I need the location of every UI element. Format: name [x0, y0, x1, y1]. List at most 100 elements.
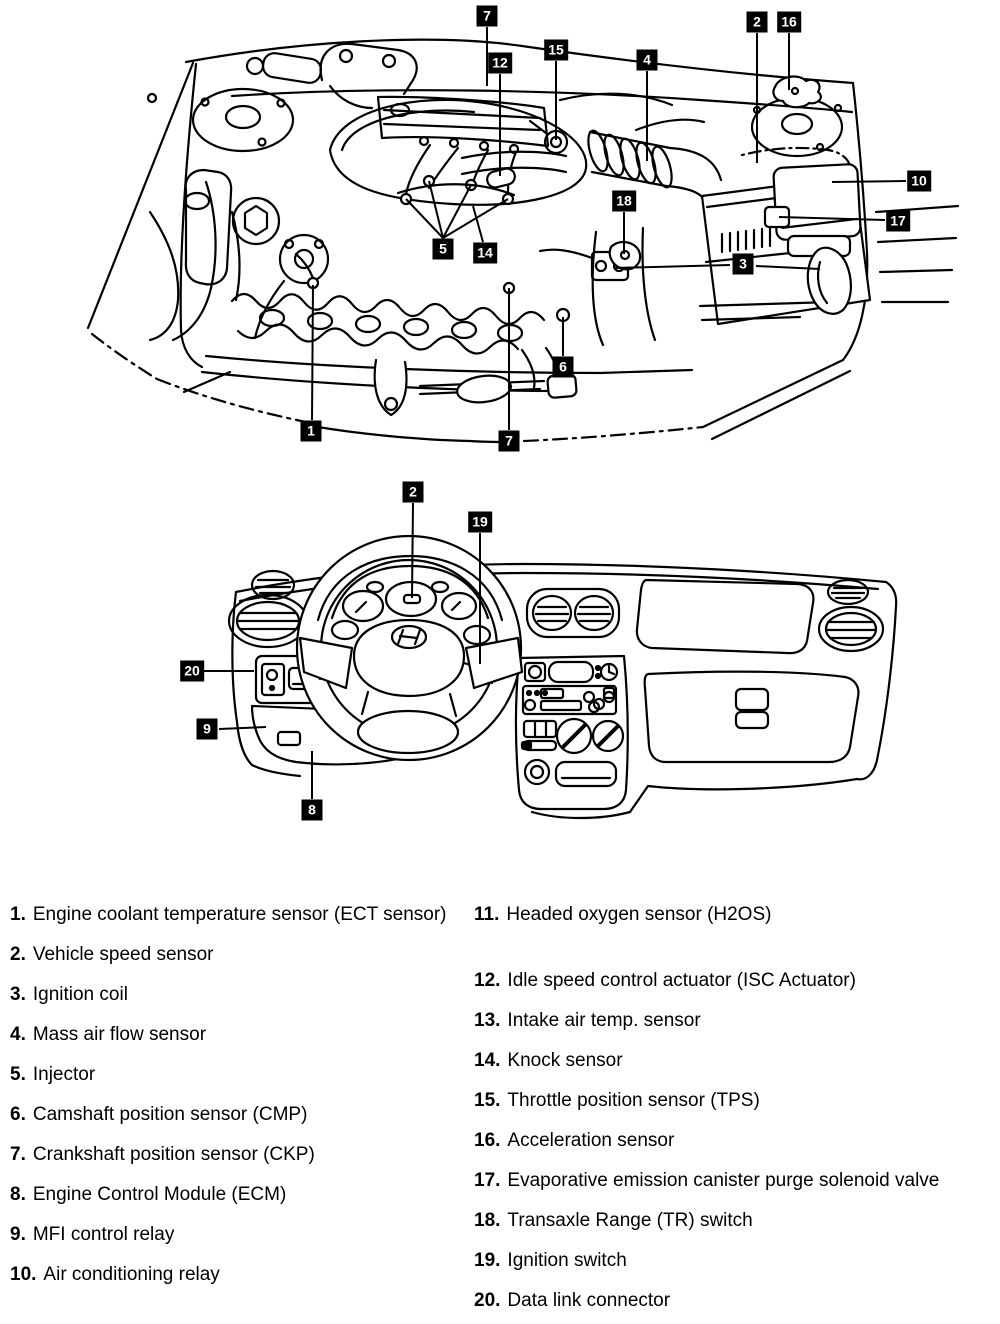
legend-item-label: Headed oxygen sensor (H2OS) — [506, 904, 772, 925]
callout-16: 16 — [777, 11, 801, 33]
legend-item-15: 15. Throttle position sensor (TPS) — [474, 1088, 996, 1114]
callout-5: 5 — [432, 238, 454, 260]
left-strut-tower — [146, 87, 295, 153]
legend-item-number: 20. — [474, 1290, 501, 1311]
legend-item-6: 6.Camshaft position sensor (CMP) — [10, 1102, 450, 1128]
legend-item-label: Crankshaft position sensor (CKP) — [32, 1144, 315, 1165]
legend-item-label: Intake air temp. sensor — [507, 1010, 701, 1031]
callout-20: 20 — [180, 660, 204, 682]
legend: 1. Engine coolant temperature sensor (ECT… — [0, 880, 1000, 1324]
legend-item-20: 20. Data link connector — [474, 1288, 996, 1314]
glovebox — [643, 670, 860, 764]
callout-4: 4 — [636, 49, 658, 71]
legend-item-number: 5. — [10, 1064, 26, 1085]
legend-item-number: 12. — [474, 970, 501, 991]
legend-item-number: 17. — [474, 1170, 501, 1191]
legend-item-number: 15. — [474, 1090, 501, 1111]
dashboard-illustration — [227, 534, 898, 820]
engine-leader-lines — [311, 27, 907, 430]
callout-10: 10 — [907, 170, 931, 192]
legend-item-4: 4. Mass air flow sensor — [10, 1022, 450, 1048]
legend-item-label: Vehicle speed sensor — [32, 944, 214, 965]
callout-14: 14 — [473, 242, 497, 264]
legend-item-number: 9. — [10, 1224, 26, 1245]
legend-item-16: 16.Acceleration sensor — [474, 1128, 996, 1154]
legend-item-label: Data link connector — [507, 1290, 671, 1311]
legend-item-11: 11. Headed oxygen sensor (H2OS) — [474, 902, 996, 928]
legend-item-9: 9.MFI control relay — [10, 1222, 450, 1248]
callout-17: 17 — [886, 210, 910, 232]
instrument-cluster — [316, 554, 504, 623]
engine-bay-illustration — [86, 38, 960, 444]
callout-1: 1 — [300, 420, 322, 442]
steering-wheel — [295, 534, 524, 762]
legend-item-1: 1. Engine coolant temperature sensor (ECT… — [10, 902, 450, 928]
legend-item-number: 19. — [474, 1250, 501, 1271]
legend-item-number: 2. — [10, 944, 26, 965]
legend-item-14: 14.Knock sensor — [474, 1048, 996, 1074]
legend-item-label: Ignition switch — [507, 1250, 627, 1271]
valve-cover — [376, 95, 550, 155]
callout-12: 12 — [488, 52, 512, 74]
legend-item-number: 11. — [474, 904, 500, 925]
legend-item-19: 19. Ignition switch — [474, 1248, 996, 1274]
callout-9: 9 — [196, 718, 218, 740]
legend-item-label: Ignition coil — [32, 984, 128, 1005]
legend-item-10: 10. Air conditioning relay — [10, 1262, 450, 1288]
radiator-support — [874, 204, 960, 304]
callout-2: 2 — [402, 481, 424, 503]
engine-mount-bracket — [806, 246, 852, 315]
legend-item-13: 13. Intake air temp. sensor — [474, 1008, 996, 1034]
oil-filler-cap — [231, 196, 281, 246]
legend-item-12: 12.Idle speed control actuator (ISC Actu… — [474, 968, 996, 994]
acceleration-sensor — [772, 75, 822, 109]
legend-column-right: 11. Headed oxygen sensor (H2OS) 12.Idle sp… — [474, 902, 996, 1324]
exhaust-manifold — [230, 292, 560, 390]
callout-18: 18 — [612, 190, 636, 212]
passenger-airbag-pad — [635, 578, 815, 655]
legend-item-label: Throttle position sensor (TPS) — [507, 1090, 760, 1111]
legend-item-3: 3. Ignition coil — [10, 982, 450, 1008]
legend-item-number: 10. — [10, 1264, 37, 1285]
legend-item-label: Evaporative emission canister purge sole… — [507, 1170, 940, 1191]
right-air-vents — [817, 578, 885, 653]
legend-item-7: 7. Crankshaft position sensor (CKP) — [10, 1142, 450, 1168]
callout-7: 7 — [498, 430, 520, 452]
legend-item-label: Camshaft position sensor (CMP) — [32, 1104, 308, 1125]
distributor — [253, 233, 330, 340]
legend-item-number: 16. — [474, 1130, 501, 1151]
legend-item-label: Engine Control Module (ECM) — [32, 1184, 287, 1205]
legend-item-number: 3. — [10, 984, 26, 1005]
legend-item-label: Engine coolant temperature sensor (ECT s… — [32, 904, 447, 925]
legend-item-number: 4. — [10, 1024, 26, 1045]
dashboard-leader-lines — [204, 502, 481, 799]
legend-item-17: 17. Evaporative emission canister purge s… — [474, 1168, 996, 1194]
intake-bellows — [558, 92, 723, 206]
legend-item-label: Knock sensor — [507, 1050, 623, 1071]
legend-item-label: Transaxle Range (TR) switch — [507, 1210, 753, 1231]
crossmember — [182, 354, 694, 417]
legend-item-number: 7. — [10, 1144, 26, 1165]
callout-19: 19 — [468, 511, 492, 533]
callout-6: 6 — [552, 356, 574, 378]
wiring-harness — [148, 180, 241, 342]
legend-item-2: 2. Vehicle speed sensor — [10, 942, 450, 968]
legend-item-label: Air conditioning relay — [43, 1264, 220, 1285]
legend-item-8: 8.Engine Control Module (ECM) — [10, 1182, 450, 1208]
center-stack — [514, 654, 629, 811]
legend-item-label: Injector — [32, 1064, 96, 1085]
coolant-reservoir — [183, 168, 233, 286]
legend-item-label: Mass air flow sensor — [32, 1024, 207, 1045]
legend-item-number: 1. — [10, 904, 26, 925]
legend-item-5: 5. Injector — [10, 1062, 450, 1088]
callout-2: 2 — [746, 11, 768, 33]
hyundai-logo — [390, 624, 428, 650]
legend-item-number: 13. — [474, 1010, 501, 1031]
center-air-vents — [525, 587, 621, 639]
legend-item-18: 18.Transaxle Range (TR) switch — [474, 1208, 996, 1234]
callout-7: 7 — [476, 5, 498, 27]
